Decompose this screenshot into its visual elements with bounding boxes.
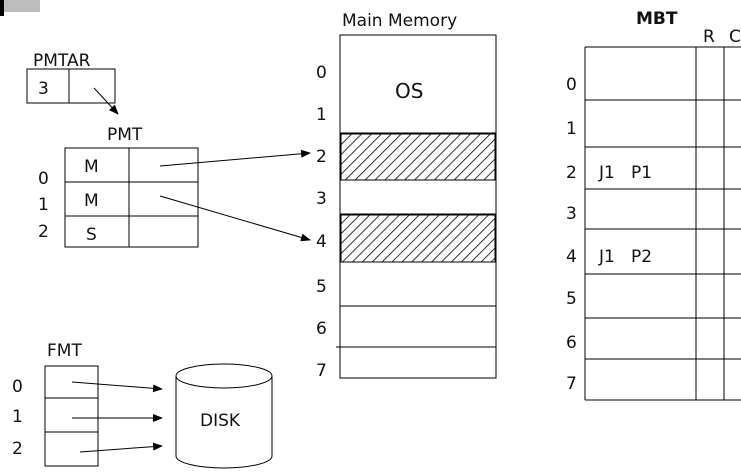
- mbt-index-1: 1: [566, 119, 577, 139]
- mbt-index-4: 4: [566, 247, 577, 267]
- pmt-status-1: M: [84, 191, 99, 211]
- fmt-index-1: 1: [12, 407, 23, 427]
- pmtar-value: 3: [38, 79, 49, 99]
- pmt-row0-to-frame2-arrow: [159, 149, 311, 167]
- pmt-index-2: 2: [38, 222, 49, 242]
- mbt-table: [584, 46, 741, 401]
- mem-frame-0: 0: [316, 63, 327, 83]
- mem-frame-3: 3: [316, 189, 327, 209]
- main-memory-title: Main Memory: [342, 11, 457, 31]
- mbt-entry-2: J1 P1: [598, 163, 652, 183]
- mem-frame-4: 4: [316, 232, 327, 252]
- mbt-index-5: 5: [566, 289, 577, 309]
- fmt-row0-arrow: [71, 381, 163, 393]
- mem-frame-6: 6: [316, 319, 327, 339]
- pmt-index-0: 0: [38, 169, 49, 189]
- os-label: OS: [395, 79, 423, 103]
- frame-2-allocated: [340, 133, 496, 181]
- fmt-index-2: 2: [12, 439, 23, 459]
- pmt-table: [64, 147, 199, 248]
- mbt-index-3: 3: [566, 204, 577, 224]
- pmtar-label: PMTAR: [33, 51, 91, 71]
- frame-4-allocated: [340, 214, 496, 263]
- corner-bar: [0, 0, 4, 16]
- pmt-index-1: 1: [38, 195, 49, 215]
- pmt-status-2: S: [86, 225, 97, 245]
- mem-frame-2: 2: [316, 147, 327, 167]
- pmtar-to-pmt-arrow: [93, 87, 119, 115]
- fmt-index-0: 0: [12, 377, 23, 397]
- mbt-col-r: R: [703, 27, 715, 47]
- mem-frame-1: 1: [316, 105, 327, 125]
- mem-frame-5: 5: [316, 277, 327, 297]
- pmtar-register: [26, 68, 116, 104]
- disk-cylinder: [175, 363, 273, 469]
- mbt-index-6: 6: [566, 333, 577, 353]
- mbt-col-c: C: [729, 27, 741, 47]
- fmt-row2-arrow: [79, 442, 163, 453]
- mbt-index-2: 2: [566, 163, 577, 183]
- disk-label: DISK: [200, 411, 241, 431]
- mbt-index-0: 0: [566, 75, 577, 95]
- corner-decoration: [0, 0, 40, 12]
- fmt-table: [44, 365, 99, 467]
- fmt-label: FMT: [47, 341, 82, 361]
- pmt-row1-to-frame4-arrow: [159, 195, 311, 242]
- pmt-status-0: M: [84, 157, 99, 177]
- pmt-label: PMT: [107, 125, 143, 145]
- mem-frame-7: 7: [316, 361, 327, 381]
- mbt-title: MBT: [636, 9, 678, 29]
- mbt-index-7: 7: [566, 374, 577, 394]
- mbt-entry-4: J1 P2: [598, 247, 652, 267]
